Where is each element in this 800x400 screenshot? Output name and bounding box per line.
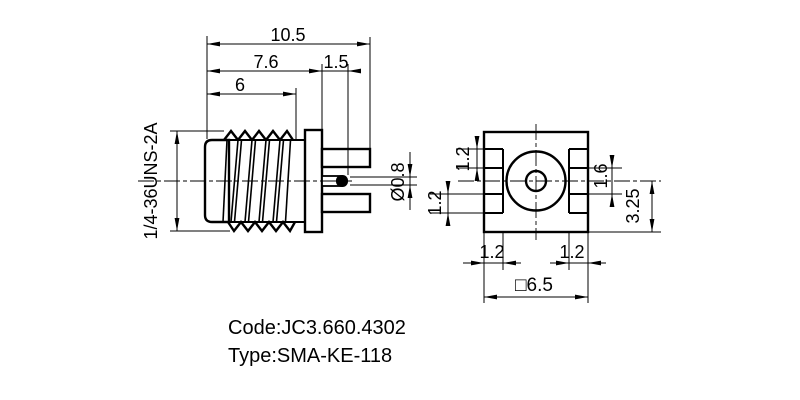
side-view: [138, 128, 372, 234]
dim-total-length: 10.5: [207, 25, 370, 47]
thread-crest-bottom: [227, 220, 297, 234]
dim-right-notch-width: 1.2: [550, 242, 606, 266]
dim-square-size: □6.5: [484, 275, 588, 300]
dim-total-length-label: 10.5: [270, 25, 305, 45]
title-block: Code:JC3.660.4302 Type:SMA-KE-118: [228, 317, 406, 367]
dim-half-height: 3.25: [623, 181, 655, 232]
bottom-leg: [320, 192, 372, 214]
dim-center-tab: 1.6: [591, 155, 615, 207]
part-type: Type:SMA-KE-118: [228, 345, 392, 367]
dim-pin-diameter: Ø0.8: [388, 152, 413, 210]
thread-crest-top: [223, 128, 294, 142]
front-view: [458, 124, 661, 240]
dim-pin-protrusion: 1.5: [323, 52, 361, 74]
dim-thread-spec: 1/4-36UNS-2A: [141, 122, 180, 240]
dim-pin-protrusion-label: 1.5: [323, 52, 348, 72]
top-leg: [320, 147, 372, 169]
dim-square-size-label: □6.5: [515, 275, 553, 296]
dim-center-tab-label: 1.6: [591, 163, 611, 188]
dim-left-notch-width: 1.2: [463, 242, 521, 266]
dim-half-height-label: 3.25: [623, 188, 643, 223]
dim-top-notch: 1.2: [453, 136, 480, 181]
front-dimensions: 1.2 1.2 1.6 3.25 1.2: [425, 136, 661, 303]
side-dimensions: 10.5 7.6 1.5 6 1/4-36UNS-2A: [141, 25, 417, 240]
dim-body-length-label: 7.6: [253, 52, 278, 72]
dim-body-length: 7.6: [207, 52, 360, 74]
right-castellations: [568, 148, 588, 214]
dim-left-notch-width-label: 1.2: [479, 242, 504, 262]
dim-thread-length: 6: [207, 75, 296, 97]
part-code: Code:JC3.660.4302: [228, 317, 406, 339]
pin-diameter-label: Ø0.8: [388, 162, 408, 201]
dim-right-notch-width-label: 1.2: [559, 242, 584, 262]
dim-bottom-notch-label: 1.2: [425, 190, 445, 215]
dim-thread-length-label: 6: [235, 75, 245, 95]
dim-bottom-notch: 1.2: [425, 181, 451, 226]
dim-top-notch-label: 1.2: [453, 146, 473, 171]
thread-spec-label: 1/4-36UNS-2A: [141, 122, 161, 239]
